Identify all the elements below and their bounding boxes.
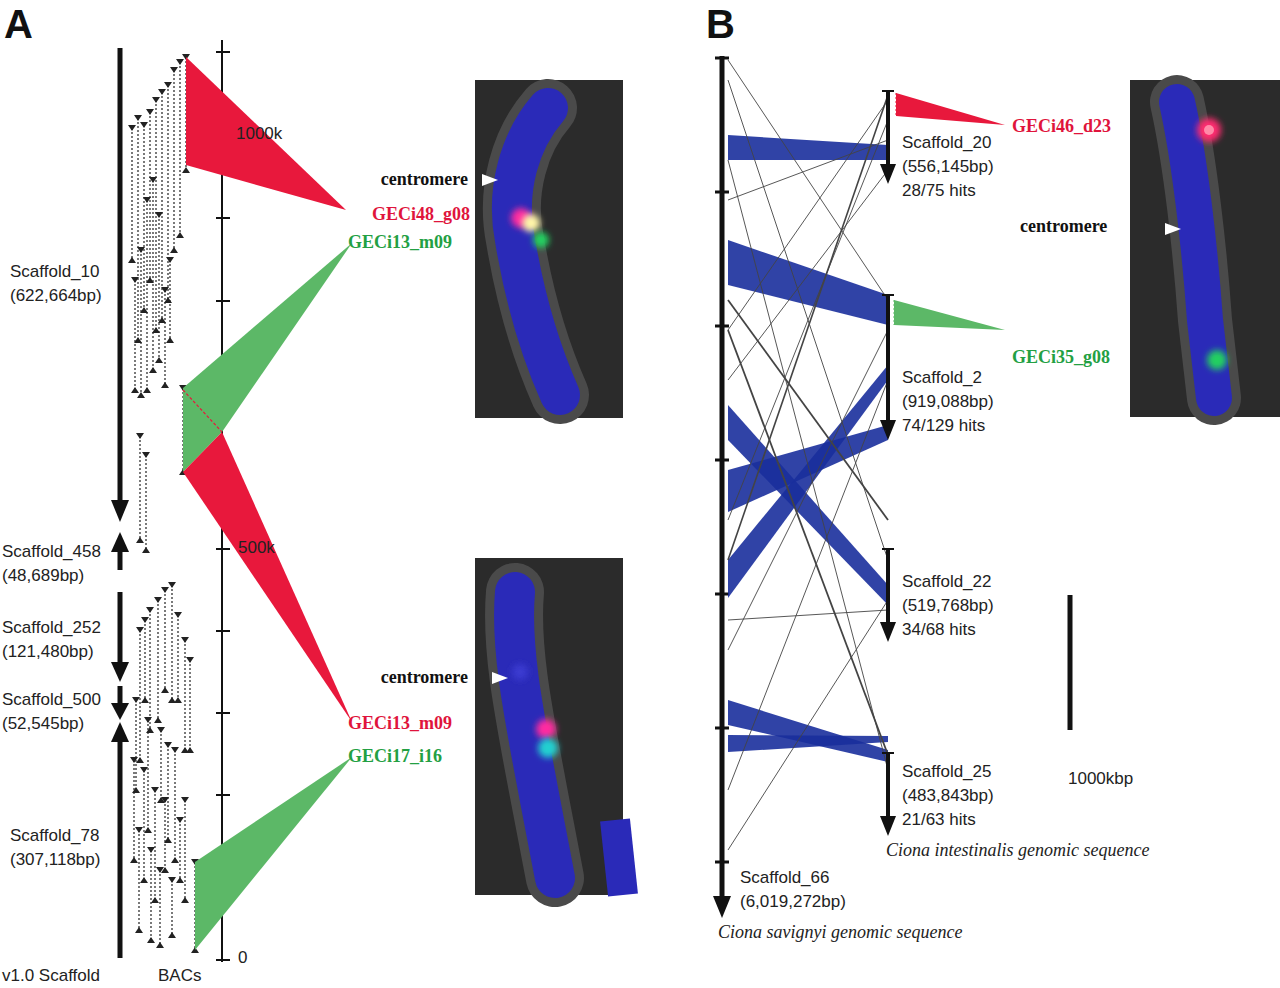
species-label: Ciona intestinalis genomic sequence [886,838,1149,862]
panel-letter: B [706,2,735,46]
scaffold-label: Scaffold_500 (52,545bp) [2,688,101,736]
synteny-lines [728,60,888,850]
scaffold-arrows [111,48,129,958]
scaffold-label: Scaffold_2 (919,088bp) 74/129 hits [902,366,1020,438]
scale-bar [1068,595,1073,730]
probe-label: GECi46_d23 [1012,114,1111,138]
panel-letter: A [4,2,33,46]
probe-label: GECi17_i16 [348,744,442,768]
probe-label: GECi48_g08 [372,202,470,226]
probe-label: GECi35_g08 [1012,345,1110,369]
scaffold-label: Scaffold_20 (556,145bp) 28/75 hits [902,131,1020,203]
scaffold-label: Scaffold_10 (622,664bp) [10,260,102,308]
centromere-label: centromere [1020,214,1107,238]
scaffold-label: Scaffold_25 (483,843bp) 21/63 hits [902,760,1020,832]
probe-wedges [894,93,1005,330]
axis-title: BACs [158,964,201,988]
species-label: Ciona savignyi genomic sequence [718,920,962,944]
synteny-bands [728,135,888,762]
scaffold-label: Scaffold_66 (6,019,272bp) [740,866,846,914]
tick-label: 1000k [236,122,282,146]
tick-label: 500k [238,536,275,560]
centromere-label: centromere [381,665,468,689]
fish-image [1130,80,1280,417]
scaffold-label: Scaffold_22 (519,768bp) 34/68 hits [902,570,1020,642]
fish-image [475,558,623,895]
intestinalis-scaffolds [880,90,896,836]
axis-title: v1.0 Scaffold [2,964,100,988]
scale-label: 1000kbp [1068,767,1133,791]
probe-label: GECi13_m09 [348,711,452,735]
fish-image [475,80,623,418]
probe-wedges [183,57,352,950]
bac-tiling [132,57,195,950]
probe-label: GECi13_m09 [348,230,452,254]
scaffold-label: Scaffold_252 (121,480bp) [2,616,101,664]
scaffold-label: Scaffold_458 (48,689bp) [2,540,101,588]
scaffold-label: Scaffold_78 (307,118bp) [10,824,100,872]
centromere-label: centromere [381,167,468,191]
tick-label: 0 [238,946,247,970]
